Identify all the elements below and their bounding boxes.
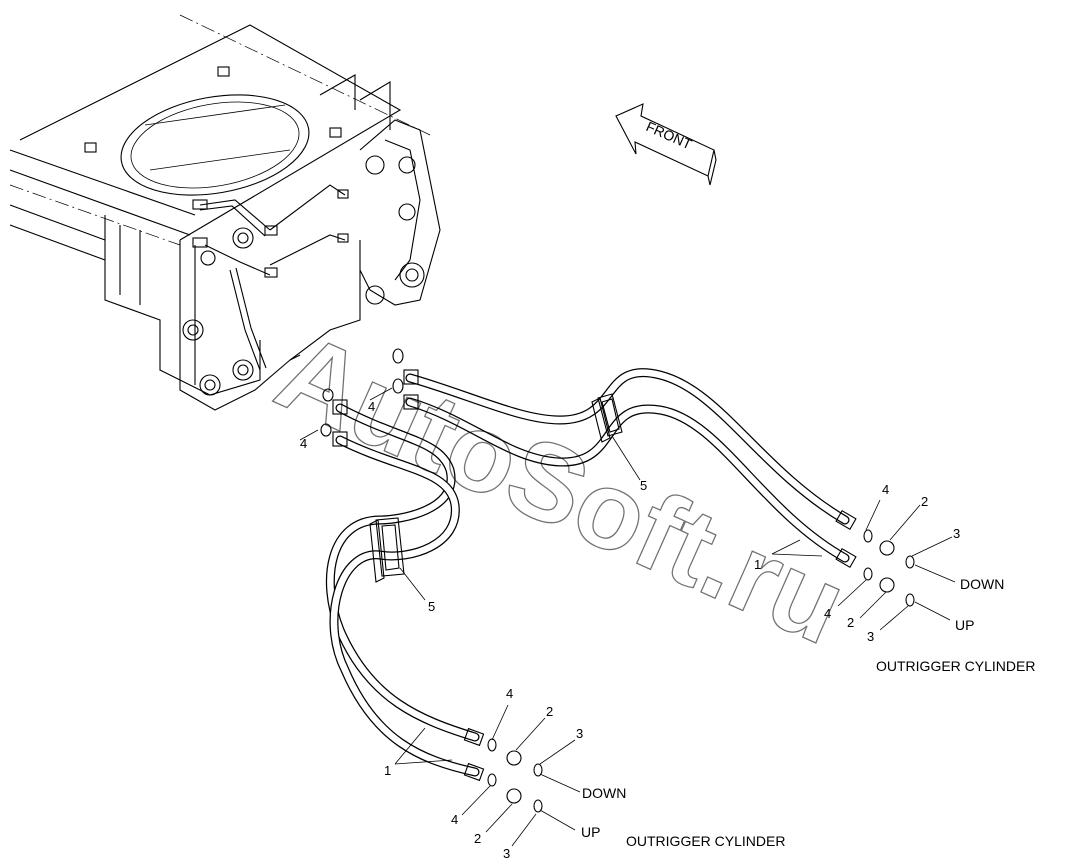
callout-4: 4	[882, 482, 889, 497]
down-label: DOWN	[960, 576, 1004, 592]
callout-1: 1	[754, 557, 761, 572]
watermark: AutoSoft.ru	[260, 310, 863, 668]
upper-hose-assembly	[392, 348, 956, 631]
outrigger-cylinder-title: OUTRIGGER CYLINDER	[876, 658, 1035, 674]
hose-fitting	[332, 431, 348, 447]
chassis-frame	[9, 14, 441, 411]
callout-4: 4	[506, 686, 513, 701]
outrigger-cylinder-title: OUTRIGGER CYLINDER	[626, 833, 785, 849]
callout-4: 4	[368, 399, 375, 414]
callout-2: 2	[546, 704, 553, 719]
up-label: UP	[581, 824, 600, 840]
hose-clamp	[369, 517, 405, 583]
hose-fitting	[403, 369, 419, 385]
callout-3: 3	[867, 629, 874, 644]
callout-4: 4	[300, 436, 307, 451]
callout-1: 1	[384, 763, 391, 778]
callout-3: 3	[576, 726, 583, 741]
callout-5: 5	[640, 478, 647, 493]
callout-4: 4	[451, 812, 458, 827]
lower-hose-assembly	[299, 387, 581, 847]
down-label: DOWN	[582, 785, 626, 801]
front-direction-arrow: FRONT	[615, 103, 717, 186]
hose-fitting	[332, 399, 348, 415]
callout-2: 2	[474, 831, 481, 846]
front-label: FRONT	[644, 118, 695, 152]
callout-5: 5	[428, 599, 435, 614]
hose-fitting	[403, 394, 419, 410]
callout-2: 2	[921, 494, 928, 509]
callout-4: 4	[824, 606, 831, 621]
callout-3: 3	[503, 846, 510, 861]
callout-2: 2	[847, 615, 854, 630]
hose-clamp	[591, 393, 623, 443]
callout-3: 3	[953, 526, 960, 541]
up-label: UP	[955, 617, 974, 633]
